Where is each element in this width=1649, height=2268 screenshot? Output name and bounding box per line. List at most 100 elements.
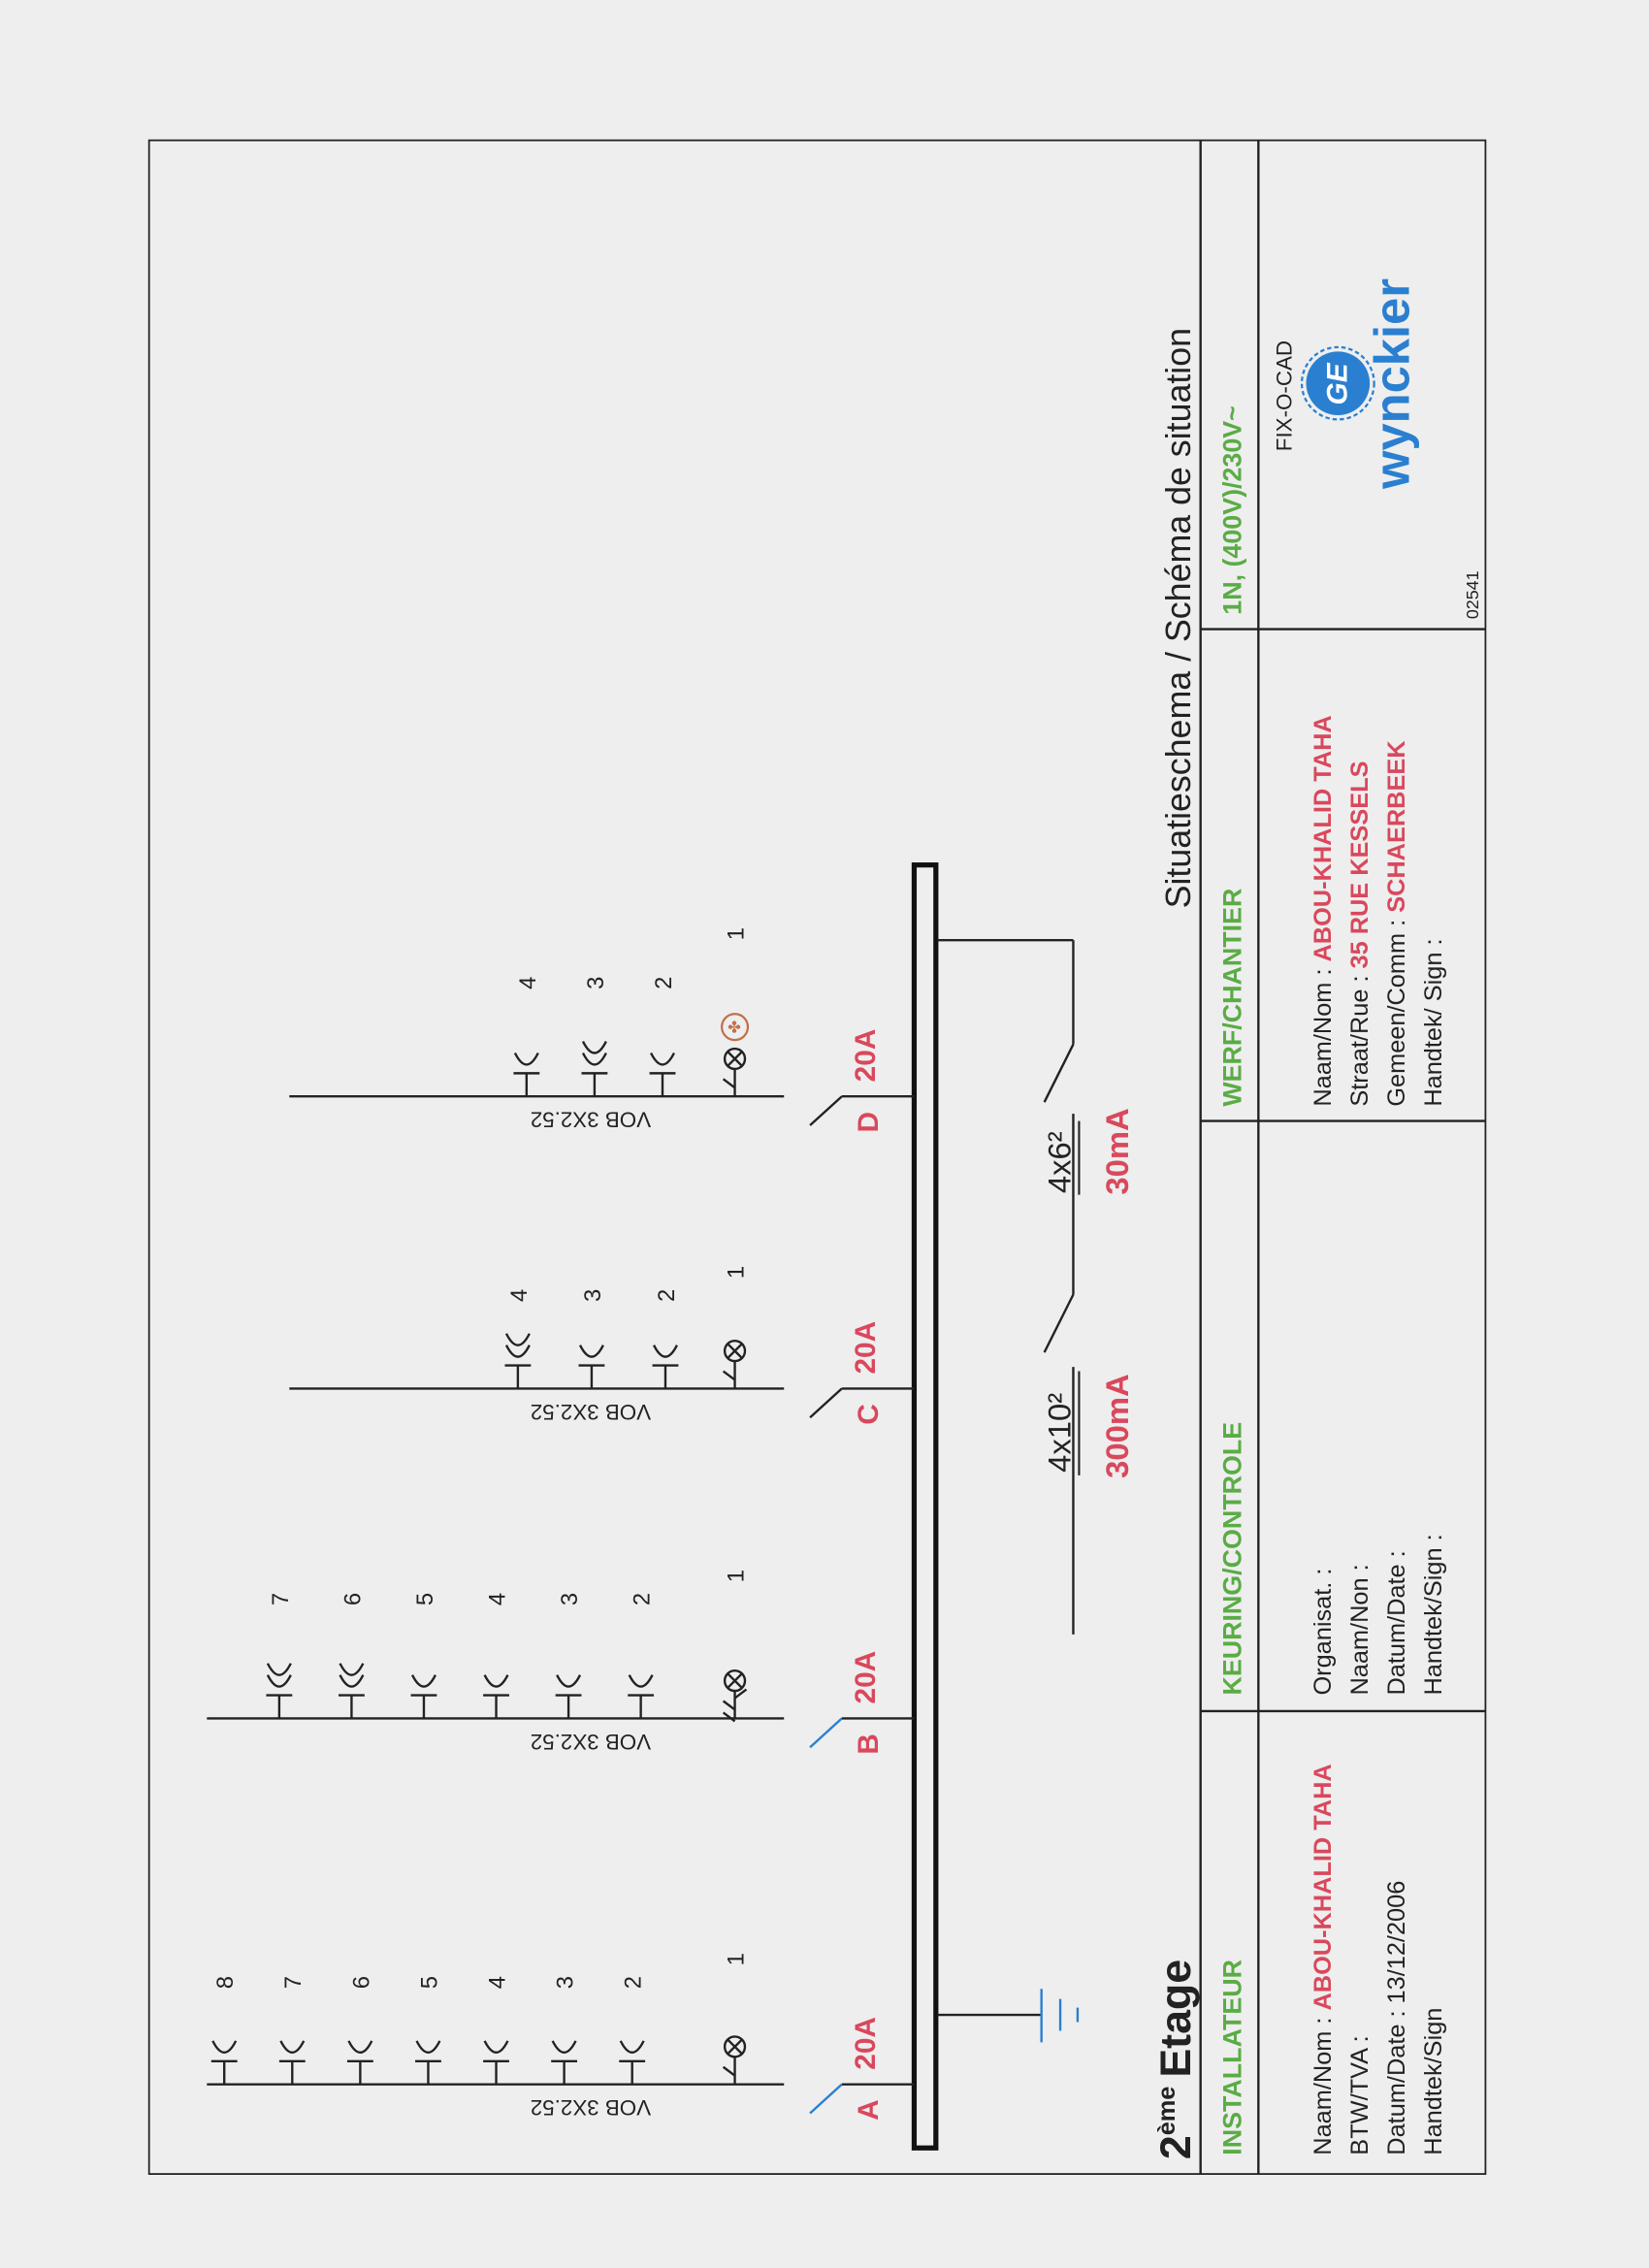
load-socket: 3 bbox=[578, 1289, 606, 1389]
floor-title: 2ème Etage bbox=[1152, 1960, 1200, 2159]
werf-field-label: Naam/Nom : bbox=[1310, 961, 1337, 1106]
page-title: Situatieschema / Schéma de situation bbox=[1159, 328, 1198, 908]
load-number: 3 bbox=[583, 977, 609, 989]
installateur-field: Datum/Date : 13/12/2006 bbox=[1383, 1881, 1410, 2155]
load-light-2way: 1 bbox=[722, 1570, 750, 1723]
lamp-icon bbox=[723, 1340, 747, 1363]
two-way-switch-icon bbox=[722, 1688, 748, 1723]
breaker-rating: 20A bbox=[850, 1321, 882, 1375]
breaker-switch-icon bbox=[809, 1095, 843, 1126]
rcd-30ma-switch bbox=[1043, 1044, 1075, 1103]
load-number: 2 bbox=[654, 1289, 680, 1302]
werf-field-value: 35 RUE KESSELS bbox=[1346, 761, 1374, 969]
werf-header: WERF/CHANTIER bbox=[1217, 889, 1246, 1107]
werf-field-value: SCHAERBEEK bbox=[1383, 740, 1410, 913]
breaker-rating: 20A bbox=[850, 2017, 882, 2070]
werf-field: Handtek/ Sign : bbox=[1420, 938, 1447, 1106]
main-feed bbox=[937, 939, 1075, 1635]
load-number: 3 bbox=[580, 1289, 606, 1302]
load-number: 6 bbox=[348, 1976, 374, 1989]
switch-icon bbox=[722, 1700, 736, 1711]
cable-label: VOB 3X2.52 bbox=[531, 1400, 651, 1424]
load-light: 1 bbox=[722, 1266, 750, 1389]
ge-logo-ring bbox=[1300, 345, 1375, 421]
keuring-field: Naam/Non : bbox=[1346, 1564, 1374, 1695]
installateur-field-label: Handtek/Sign bbox=[1420, 2008, 1447, 2155]
ge-logo: GE bbox=[1300, 345, 1375, 421]
load-number: 1 bbox=[724, 1953, 750, 1965]
keuring-field: Datum/Date : bbox=[1383, 1550, 1410, 1695]
breaker-rating: 20A bbox=[850, 1651, 882, 1704]
load-number: 3 bbox=[557, 1593, 583, 1605]
main-feed-cable-label: 4x10² bbox=[1041, 1393, 1077, 1473]
circuit-id: B bbox=[853, 1733, 885, 1755]
keuring-field-label: Datum/Date : bbox=[1383, 1550, 1410, 1695]
load-socket-double: 7 bbox=[266, 1593, 294, 1719]
load-number: 4 bbox=[506, 1289, 533, 1302]
load-socket: 4 bbox=[513, 977, 541, 1097]
floor-number: 2 bbox=[1152, 2135, 1200, 2159]
circuit-id: A bbox=[853, 2099, 885, 2121]
sub-feed-rcd-label: 30mA bbox=[1099, 1108, 1135, 1194]
load-socket: 4 bbox=[483, 1593, 510, 1719]
werf-field: Straat/Rue : 35 RUE KESSELS bbox=[1346, 761, 1374, 1107]
load-socket: 3 bbox=[551, 1976, 579, 2085]
floor-superscript: ème bbox=[1153, 2087, 1180, 2136]
keuring-field: Organisat. : bbox=[1310, 1569, 1337, 1696]
werf-field: Gemeen/Comm : SCHAERBEEK bbox=[1383, 740, 1410, 1107]
load-socket: 2 bbox=[652, 1289, 680, 1389]
switch-icon bbox=[722, 1370, 736, 1381]
circuit-c: C 20A VOB 3X2.52 1 2 3 4 bbox=[289, 1266, 915, 1425]
sub-feed-cable-label: 4x6² bbox=[1041, 1131, 1077, 1193]
ground-icon bbox=[937, 1989, 1080, 2043]
load-number: 1 bbox=[724, 927, 750, 940]
load-socket-double: 3 bbox=[581, 977, 609, 1097]
load-socket: 2 bbox=[649, 977, 677, 1097]
load-number: 4 bbox=[515, 977, 541, 989]
keuring-field: Handtek/Sign : bbox=[1420, 1534, 1447, 1695]
load-number: 1 bbox=[724, 1266, 750, 1279]
fan-icon-glyph: ✤ bbox=[728, 1020, 741, 1037]
circuit-id: C bbox=[853, 1404, 885, 1425]
keuring-field-label: Handtek/Sign : bbox=[1420, 1534, 1447, 1695]
werf-field-value: ABOU-KHALID TAHA bbox=[1310, 715, 1337, 961]
supply-spec: 1N, (400V)/230V~ bbox=[1217, 405, 1246, 615]
breaker-switch-icon bbox=[809, 1717, 843, 1749]
installateur-field: Handtek/Sign bbox=[1420, 2008, 1447, 2155]
load-socket: 2 bbox=[619, 1976, 647, 2085]
cable-label: VOB 3X2.52 bbox=[531, 2095, 651, 2120]
load-socket-double: 6 bbox=[338, 1593, 366, 1719]
werf-field-label: Straat/Rue : bbox=[1346, 968, 1374, 1106]
load-socket: 5 bbox=[415, 1976, 442, 2085]
breaker-rating: 20A bbox=[850, 1029, 882, 1083]
load-number: 5 bbox=[412, 1593, 438, 1605]
keuring-header: KEURING/CONTROLE bbox=[1217, 1422, 1246, 1696]
floor-name: Etage bbox=[1152, 1960, 1200, 2078]
brand-logo: wynckier bbox=[1364, 278, 1419, 490]
werf-field-label: Gemeen/Comm : bbox=[1383, 913, 1410, 1107]
lamp-icon bbox=[723, 1047, 747, 1071]
cable-label: VOB 3X2.52 bbox=[531, 1108, 651, 1132]
drawing-frame bbox=[147, 139, 1487, 2175]
breaker-switch-icon bbox=[809, 2083, 843, 2115]
ge-logo-circle bbox=[1306, 351, 1371, 415]
circuit-id: D bbox=[853, 1112, 885, 1133]
load-light-fan: ✤1 bbox=[721, 927, 750, 1097]
load-number: 1 bbox=[724, 1570, 750, 1582]
load-number: 3 bbox=[553, 1976, 579, 1989]
installateur-field: BTW/TVA : bbox=[1346, 2035, 1374, 2155]
load-number: 7 bbox=[280, 1976, 307, 1989]
software-name: FIX-O-CAD bbox=[1273, 340, 1297, 451]
load-number: 6 bbox=[340, 1593, 366, 1605]
load-socket: 2 bbox=[628, 1593, 656, 1719]
load-number: 4 bbox=[484, 1593, 510, 1605]
installateur-field: Naam/Nom : ABOU-KHALID TAHA bbox=[1310, 1764, 1337, 2155]
main-feed-rcd-label: 300mA bbox=[1099, 1374, 1135, 1478]
load-socket: 3 bbox=[555, 1593, 583, 1719]
load-number: 4 bbox=[484, 1976, 510, 1989]
switch-icon bbox=[722, 1078, 736, 1089]
load-socket: 4 bbox=[483, 1976, 510, 2085]
